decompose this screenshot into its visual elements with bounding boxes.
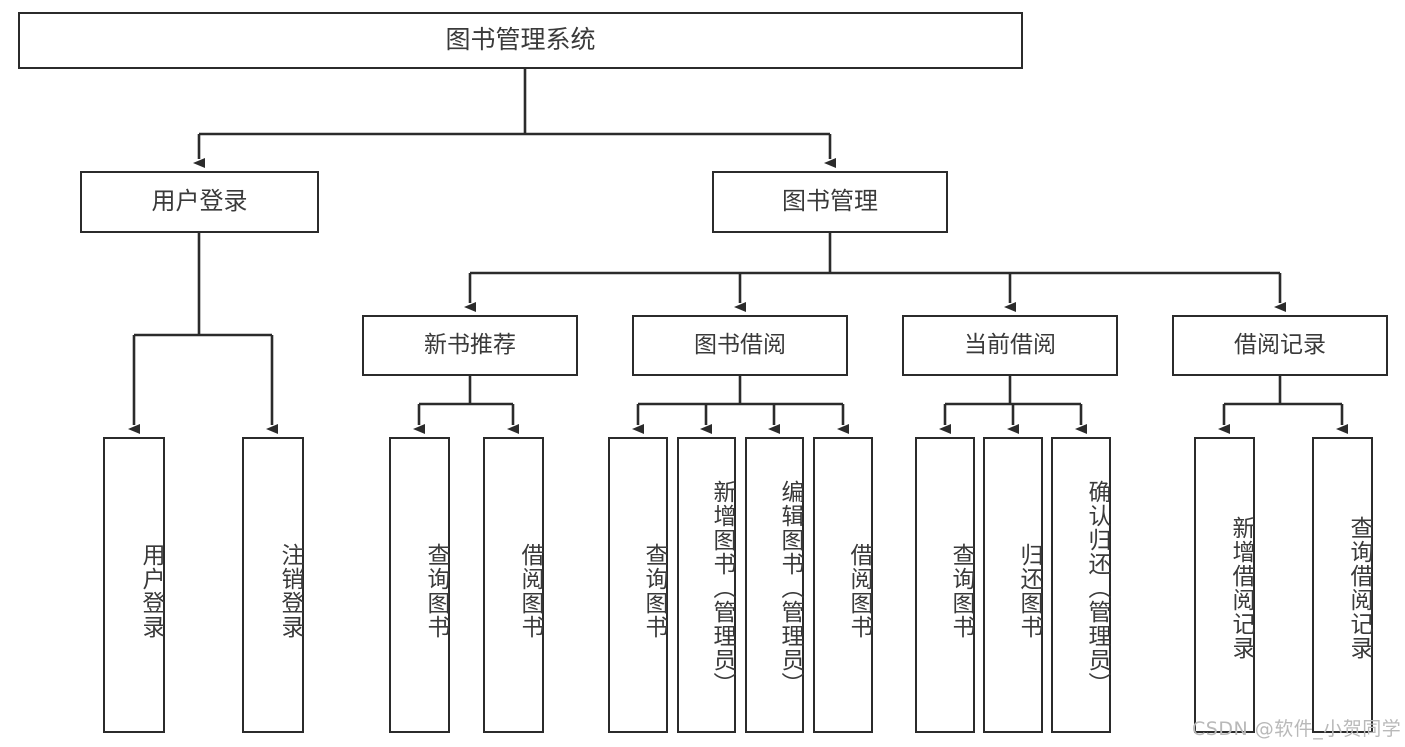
node-borrow-record[interactable]: 借阅记录 bbox=[1172, 315, 1388, 376]
node-label: 图书借阅 bbox=[694, 332, 786, 359]
node-label: 图书管理系统 bbox=[445, 25, 596, 55]
csdn-watermark: CSDN @软件_小贺同学 bbox=[1192, 718, 1402, 740]
leaf-user-login[interactable]: 用户登录 bbox=[103, 437, 165, 733]
node-label: 编辑图书（管理员） bbox=[777, 480, 803, 696]
leaf-query-book-current[interactable]: 查询图书 bbox=[915, 437, 975, 733]
node-new-book-recommend[interactable]: 新书推荐 bbox=[362, 315, 578, 376]
node-label: 归还图书 bbox=[1016, 543, 1042, 639]
leaf-user-logout[interactable]: 注销登录 bbox=[242, 437, 304, 733]
node-label: 查询借阅记录 bbox=[1346, 516, 1372, 660]
node-label: 借阅图书 bbox=[846, 543, 872, 639]
leaf-edit-book-admin[interactable]: 编辑图书（管理员） bbox=[745, 437, 804, 733]
node-book-borrow[interactable]: 图书借阅 bbox=[632, 315, 848, 376]
node-label: 查询图书 bbox=[423, 543, 449, 639]
node-label: 用户登录 bbox=[138, 543, 164, 639]
node-label: 查询图书 bbox=[948, 543, 974, 639]
leaf-add-book-admin[interactable]: 新增图书（管理员） bbox=[677, 437, 736, 733]
node-label: 借阅记录 bbox=[1234, 332, 1326, 359]
leaf-borrow-book-borrow[interactable]: 借阅图书 bbox=[813, 437, 873, 733]
node-label: 当前借阅 bbox=[964, 332, 1056, 359]
leaf-query-book-recommend[interactable]: 查询图书 bbox=[389, 437, 450, 733]
node-book-management[interactable]: 图书管理 bbox=[712, 171, 948, 233]
node-label: 借阅图书 bbox=[517, 543, 543, 639]
node-label: 注销登录 bbox=[277, 543, 303, 639]
node-label: 确认归还（管理员） bbox=[1084, 480, 1110, 696]
leaf-confirm-return-admin[interactable]: 确认归还（管理员） bbox=[1051, 437, 1111, 733]
node-current-borrow[interactable]: 当前借阅 bbox=[902, 315, 1118, 376]
node-label: 用户登录 bbox=[151, 187, 248, 216]
leaf-query-book-borrow[interactable]: 查询图书 bbox=[608, 437, 668, 733]
leaf-add-borrow-record[interactable]: 新增借阅记录 bbox=[1194, 437, 1255, 733]
leaf-borrow-book-recommend[interactable]: 借阅图书 bbox=[483, 437, 544, 733]
node-label: 新书推荐 bbox=[424, 332, 516, 359]
leaf-return-book[interactable]: 归还图书 bbox=[983, 437, 1043, 733]
node-root-system[interactable]: 图书管理系统 bbox=[18, 12, 1023, 69]
node-user-login[interactable]: 用户登录 bbox=[80, 171, 319, 233]
node-label: 图书管理 bbox=[782, 187, 878, 216]
leaf-query-borrow-record[interactable]: 查询借阅记录 bbox=[1312, 437, 1373, 733]
node-label: 新增借阅记录 bbox=[1228, 516, 1254, 660]
node-label: 查询图书 bbox=[641, 543, 667, 639]
node-label: 新增图书（管理员） bbox=[709, 480, 735, 696]
